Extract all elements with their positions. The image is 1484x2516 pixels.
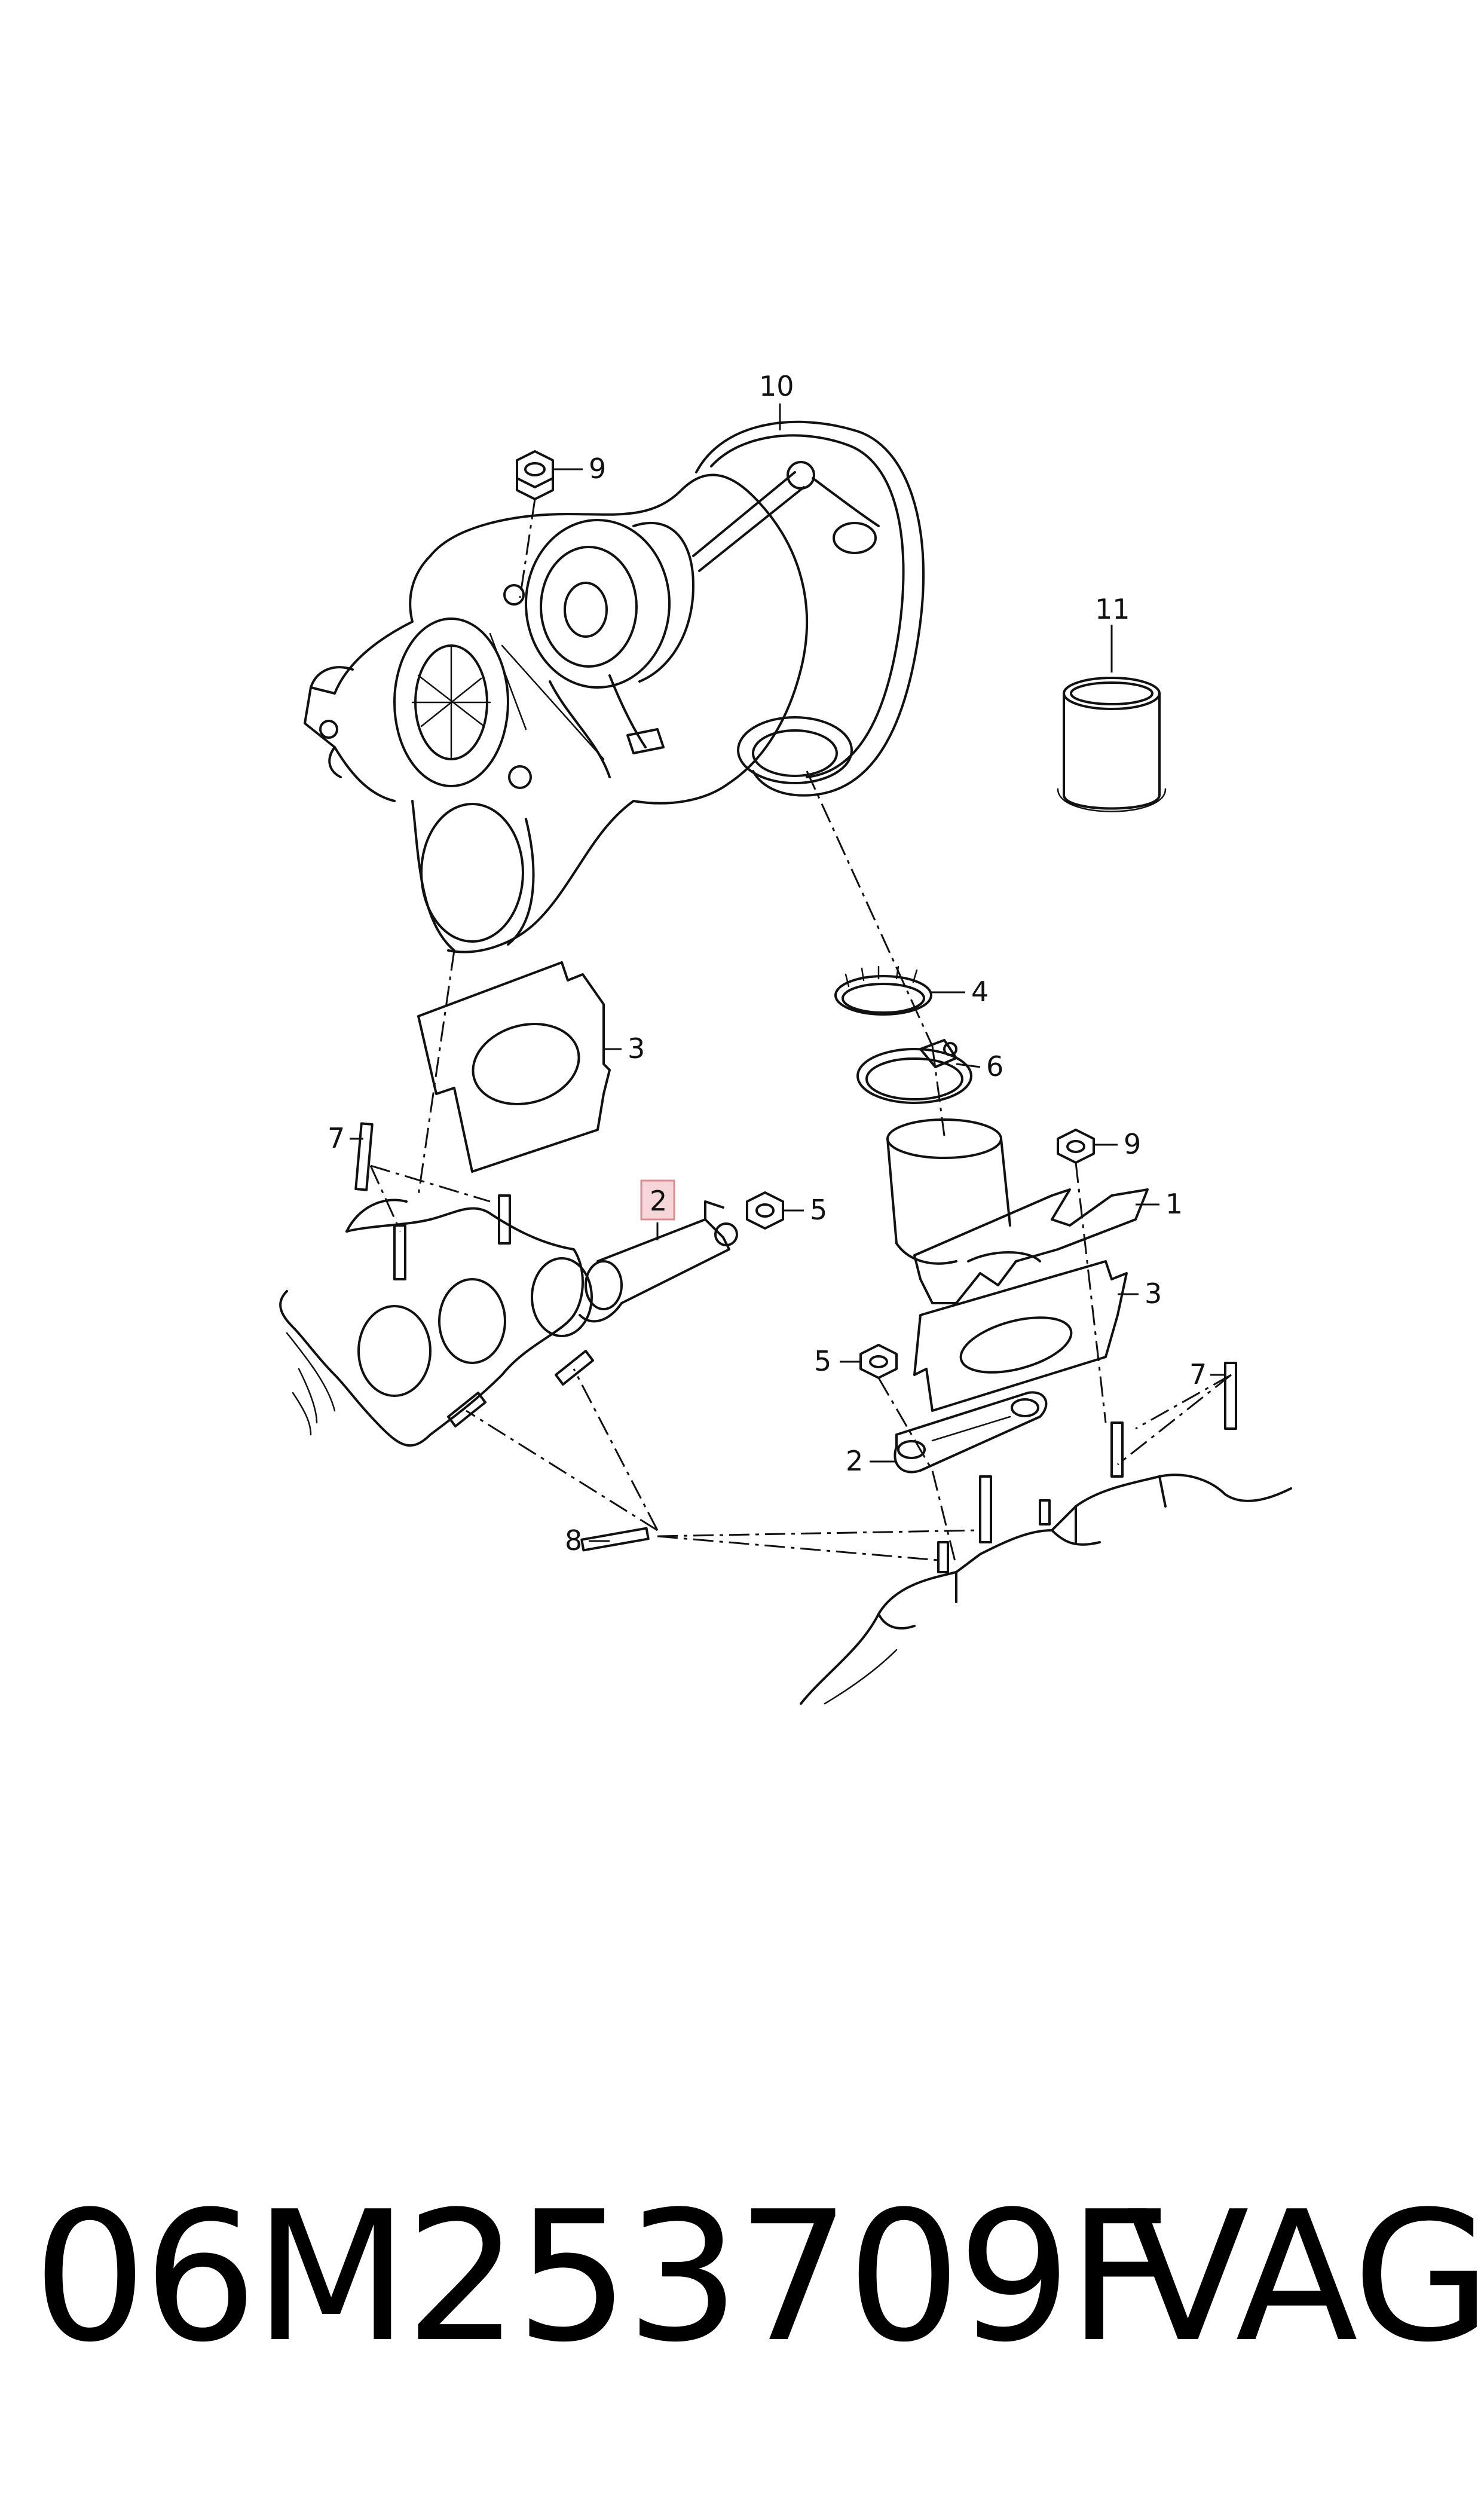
assembly-guide-lines <box>369 499 1232 1567</box>
callout-9-lower: 9 <box>1124 1128 1141 1160</box>
nut-part-9-upper <box>516 450 554 500</box>
callout-3-upper: 3 <box>628 1032 645 1065</box>
callout-10: 10 <box>759 370 794 402</box>
turbocharger-assembly <box>304 420 925 953</box>
callout-4: 4 <box>971 976 989 1008</box>
retaining-plate-part-2-lower <box>894 1391 1048 1473</box>
nut-part-9-lower <box>1057 1129 1095 1164</box>
callout-2-lower: 2 <box>846 1445 863 1477</box>
outlet-pipe-part-1 <box>886 1118 1149 1304</box>
callout-5-upper: 5 <box>810 1194 827 1226</box>
callout-9-upper: 9 <box>589 453 606 485</box>
gasket-part-3-lower <box>913 1260 1128 1412</box>
gasket-part-3-upper <box>417 961 611 1173</box>
callout-7-left: 7 <box>328 1122 345 1154</box>
callout-1: 1 <box>1165 1188 1183 1220</box>
callout-11: 11 <box>1095 593 1130 625</box>
brand-label: VAG <box>1127 2173 1484 2382</box>
callout-labels: 10 9 11 4 3 6 7 9 2 5 1 3 5 7 2 8 <box>328 370 1207 1557</box>
callout-leaders <box>350 403 1225 1542</box>
nut-part-5-upper <box>746 1191 784 1230</box>
highlight-box-part-2 <box>640 1179 675 1221</box>
retaining-plate-part-2-upper <box>579 1200 738 1323</box>
ring-part-4 <box>834 965 932 1016</box>
sleeve-part-11 <box>1057 677 1167 812</box>
callout-5-lower: 5 <box>814 1345 831 1377</box>
callout-2-upper: 2 <box>650 1185 667 1217</box>
clamp-part-6 <box>856 1039 972 1104</box>
callout-3-lower: 3 <box>1145 1277 1162 1310</box>
part-number: 06M253709F <box>33 2173 1171 2382</box>
cylinder-head-left <box>279 1199 593 1447</box>
callout-6: 6 <box>986 1050 1003 1083</box>
cylinder-head-right <box>800 1473 1292 1705</box>
callout-8: 8 <box>565 1524 582 1557</box>
studs <box>354 1122 1237 1573</box>
callout-7-right: 7 <box>1189 1358 1207 1390</box>
nut-part-5-lower <box>859 1344 898 1379</box>
